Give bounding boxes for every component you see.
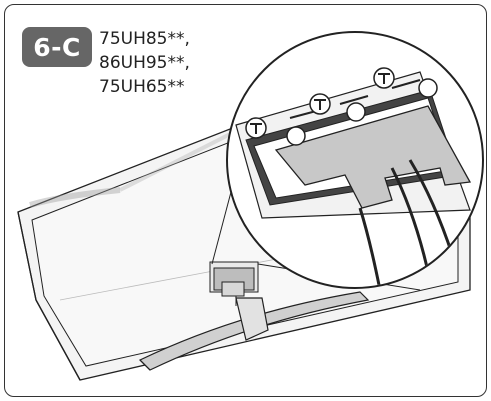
back-cover-plate xyxy=(274,105,472,209)
step-badge: 6-C xyxy=(22,27,92,67)
model-item: 75UH85**, xyxy=(99,29,190,49)
model-item: 75UH65** xyxy=(99,77,185,97)
model-list: 75UH85**, 86UH95**, 75UH65** xyxy=(99,27,190,99)
stand-body-small xyxy=(209,261,259,306)
model-item: 86UH95**, xyxy=(99,53,190,73)
stand-base xyxy=(138,291,370,371)
detail-zoom-circle xyxy=(226,31,484,289)
hook-tabs xyxy=(245,67,438,146)
